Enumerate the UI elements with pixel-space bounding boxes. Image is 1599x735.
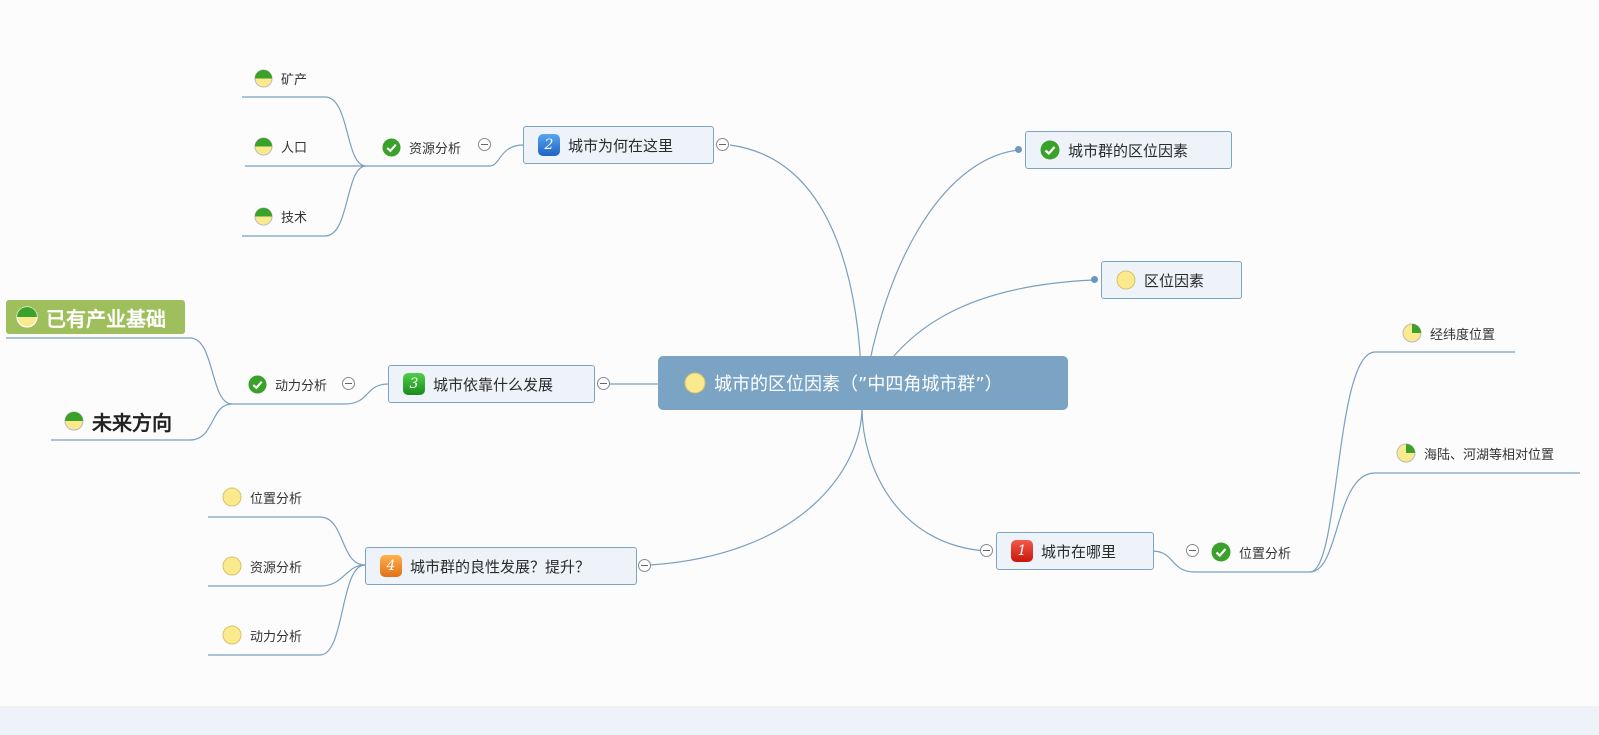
half-progress-icon <box>254 68 273 88</box>
leaf-mineral[interactable]: 矿产 <box>254 66 307 90</box>
subtopic-position-analysis[interactable]: 位置分析 <box>1211 540 1291 564</box>
leaf-label: 矿产 <box>281 72 308 88</box>
yellow-circle-icon <box>222 487 242 507</box>
link-where-position <box>1151 550 1310 573</box>
topic-label: 城市群的良性发展？提升？ <box>410 557 591 576</box>
link-why-resource <box>366 144 524 167</box>
half-progress-icon <box>254 136 273 156</box>
leaf-position-analysis[interactable]: 位置分析 <box>222 485 302 509</box>
link-dynamic-industry <box>6 337 233 405</box>
yellow-circle-icon <box>684 372 706 394</box>
priority-1-icon: 1 <box>1011 540 1033 562</box>
topic-healthy-development[interactable]: 4 城市群的良性发展？提升？ <box>365 547 637 585</box>
leaf-existing-industry[interactable]: 已有产业基础 <box>6 300 185 334</box>
link-dynamic-future <box>51 403 233 441</box>
subtopic-label: 动力分析 <box>275 378 328 394</box>
leaf-label: 资源分析 <box>250 560 303 576</box>
subtopic-label: 位置分析 <box>1239 546 1292 562</box>
link-rely-dynamic <box>232 383 389 405</box>
collapse-toggle[interactable] <box>478 138 491 151</box>
quarter-progress-icon <box>1402 323 1422 343</box>
topic-label: 区位因素 <box>1144 271 1205 290</box>
subtopic-label: 资源分析 <box>409 141 462 157</box>
root-topic[interactable]: 城市的区位因素（”中四角城市群”） <box>658 356 1068 410</box>
link-dev-dynamic <box>208 564 366 656</box>
check-icon <box>248 374 267 394</box>
leaf-label: 已有产业基础 <box>46 306 166 331</box>
topic-location-factors[interactable]: 区位因素 <box>1101 261 1242 299</box>
collapse-toggle[interactable] <box>597 377 610 390</box>
leaf-lat-lon[interactable]: 经纬度位置 <box>1402 321 1495 345</box>
topic-what-drives[interactable]: 3 城市依靠什么发展 <box>388 365 595 403</box>
half-progress-icon <box>64 411 84 431</box>
link-dev-position <box>208 516 366 566</box>
link-position-latlon <box>1309 351 1515 573</box>
collapse-toggle[interactable] <box>980 544 993 557</box>
topic-label: 城市群的区位因素 <box>1068 141 1189 160</box>
subtopic-resource-analysis[interactable]: 资源分析 <box>382 135 461 159</box>
link-root-dev <box>649 406 863 566</box>
check-icon <box>382 137 401 157</box>
quarter-progress-icon <box>1396 443 1416 463</box>
collapse-toggle[interactable] <box>342 377 355 390</box>
link-root-cluster <box>861 149 1019 408</box>
link-root-where <box>861 406 987 552</box>
topic-why-here[interactable]: 2 城市为何在这里 <box>523 126 714 164</box>
topic-label: 城市依靠什么发展 <box>433 375 554 394</box>
check-icon <box>1040 140 1060 160</box>
leaf-label: 位置分析 <box>250 491 303 507</box>
bottom-bar <box>0 706 1599 735</box>
half-progress-icon <box>254 206 273 226</box>
connector-dot <box>1091 276 1098 283</box>
leaf-dynamic-analysis[interactable]: 动力分析 <box>222 623 302 647</box>
connector-dot <box>1015 146 1022 153</box>
leaf-label: 海陆、河湖等相对位置 <box>1424 447 1555 463</box>
leaf-label: 动力分析 <box>250 629 303 645</box>
subtopic-dynamic-analysis[interactable]: 动力分析 <box>248 372 327 396</box>
link-position-relative <box>1309 472 1580 573</box>
half-progress-icon <box>16 306 38 328</box>
yellow-circle-icon <box>222 556 242 576</box>
collapse-toggle[interactable] <box>638 559 651 572</box>
leaf-technology[interactable]: 技术 <box>254 204 307 228</box>
leaf-resource-analysis[interactable]: 资源分析 <box>222 554 302 578</box>
leaf-label: 技术 <box>281 210 308 226</box>
leaf-relative-position[interactable]: 海陆、河湖等相对位置 <box>1396 441 1554 465</box>
leaf-label: 人口 <box>281 140 308 156</box>
yellow-circle-icon <box>1116 270 1136 290</box>
check-icon <box>1211 542 1231 562</box>
collapse-toggle[interactable] <box>1186 544 1199 557</box>
leaf-label: 经纬度位置 <box>1430 327 1496 343</box>
priority-2-icon: 2 <box>538 134 560 156</box>
link-resource-mineral <box>242 96 367 167</box>
topic-label: 城市在哪里 <box>1041 542 1117 561</box>
link-resource-tech <box>242 165 367 237</box>
priority-4-icon: 4 <box>380 555 402 577</box>
link-dev-resource <box>208 564 366 587</box>
yellow-circle-icon <box>222 625 242 645</box>
leaf-future-direction[interactable]: 未来方向 <box>64 406 172 436</box>
collapse-toggle[interactable] <box>716 138 729 151</box>
topic-city-cluster-factors[interactable]: 城市群的区位因素 <box>1025 131 1232 169</box>
topic-where-city[interactable]: 1 城市在哪里 <box>996 532 1154 570</box>
leaf-label: 未来方向 <box>92 410 172 435</box>
topic-label: 城市为何在这里 <box>568 136 674 155</box>
priority-3-icon: 3 <box>403 373 425 395</box>
root-label: 城市的区位因素（”中四角城市群”） <box>714 374 1003 395</box>
leaf-population[interactable]: 人口 <box>254 134 307 158</box>
